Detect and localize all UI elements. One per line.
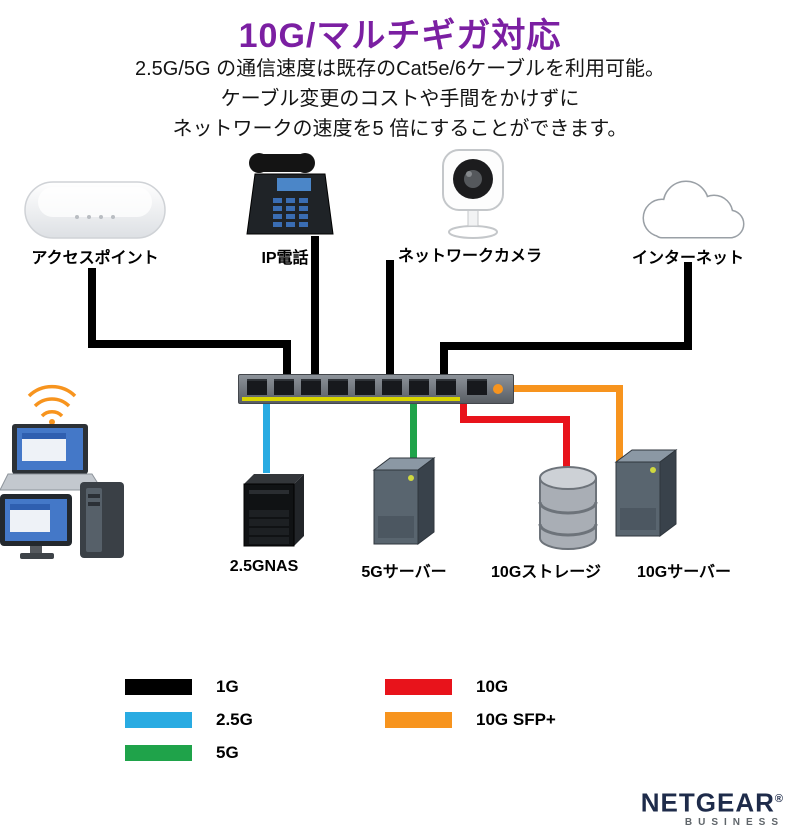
switch-port [355, 379, 375, 395]
netgear-wordmark: NETGEAR® [640, 788, 784, 818]
network-switch [238, 374, 514, 404]
cable-10g-sfp-horizontal [503, 385, 623, 392]
switch-ports [247, 379, 456, 395]
server-10g-label: 10Gサーバー [636, 564, 732, 581]
legend-item-10g: 10G [385, 677, 508, 697]
switch-port [409, 379, 429, 395]
cable-10g-vertical1 [460, 401, 467, 423]
legend-item-2-5g: 2.5G [125, 710, 253, 730]
cable-ipphone [311, 236, 319, 376]
cable-5g-server [410, 401, 417, 471]
storage-10g-icon [538, 466, 598, 550]
cable-camera [386, 260, 394, 376]
access-point-label: アクセスポイント [31, 250, 159, 267]
page-title: 10G/マルチギガ対応 [238, 17, 562, 55]
sfp-indicator [493, 384, 503, 394]
internet-cloud-icon [642, 180, 745, 239]
switch-yellow-stripe [242, 397, 460, 401]
network-camera-label: ネットワークカメラ [397, 248, 542, 265]
legend-swatch-5g [125, 745, 192, 761]
cable-internet-drop [440, 342, 448, 376]
legend-item-5g: 5G [125, 743, 239, 763]
subtitle-line-1: 2.5G/5G の通信速度は既存のCat5e/6ケーブルを利用可能。 [134, 58, 665, 80]
access-point-icon [24, 181, 166, 239]
legend-label-10g-sfp: 10G SFP+ [476, 710, 556, 729]
subtitle-line-2: ケーブル変更のコストや手間をかけずに [220, 88, 580, 110]
switch-port [382, 379, 402, 395]
switch-port [247, 379, 267, 395]
legend-swatch-10g [385, 679, 452, 695]
client-computers-icon [0, 384, 124, 559]
ip-phone-label: IP電話 [261, 250, 309, 267]
cable-10g-horizontal [460, 416, 570, 423]
cable-accesspoint-horizontal [88, 340, 291, 348]
legend-swatch-10g-sfp [385, 712, 452, 728]
cable-accesspoint-drop [283, 340, 291, 376]
cable-accesspoint-vertical [88, 268, 96, 348]
switch-port [301, 379, 321, 395]
legend-label-5g: 5G [216, 743, 239, 762]
nas-icon [243, 474, 304, 547]
legend-swatch-1g [125, 679, 192, 695]
network-camera-icon [442, 149, 504, 239]
cable-internet-vertical [684, 262, 692, 348]
legend-label-1g: 1G [216, 677, 239, 696]
switch-port [274, 379, 294, 395]
server-5g-icon [372, 457, 436, 545]
subtitle-line-3: ネットワークの速度を5 倍にすることができます。 [172, 118, 628, 140]
netgear-business-text: BUSINESS [684, 817, 784, 828]
legend-item-10g-sfp: 10G SFP+ [385, 710, 556, 730]
storage-10g-label: 10Gストレージ [491, 564, 601, 581]
registered-mark: ® [774, 793, 784, 806]
switch-port [328, 379, 348, 395]
switch-port [436, 379, 456, 395]
netgear-logo: NETGEAR® BUSINESS [641, 786, 784, 828]
legend-label-10g: 10G [476, 677, 509, 696]
cable-10g-sfp-vertical [616, 385, 623, 463]
legend-label-2-5g: 2.5G [216, 710, 253, 729]
sfp-port [467, 379, 487, 395]
cable-10g-vertical2 [563, 416, 570, 478]
server-10g-icon [614, 449, 678, 537]
internet-label: インターネット [631, 250, 744, 267]
legend-swatch-2-5g [125, 712, 192, 728]
server-5g-label: 5Gサーバー [361, 564, 447, 581]
cable-2-5g-nas [263, 401, 270, 473]
ip-phone-icon [246, 153, 334, 235]
nas-label: 2.5GNAS [229, 558, 299, 575]
legend-item-1g: 1G [125, 677, 239, 697]
cable-internet-horizontal [440, 342, 692, 350]
